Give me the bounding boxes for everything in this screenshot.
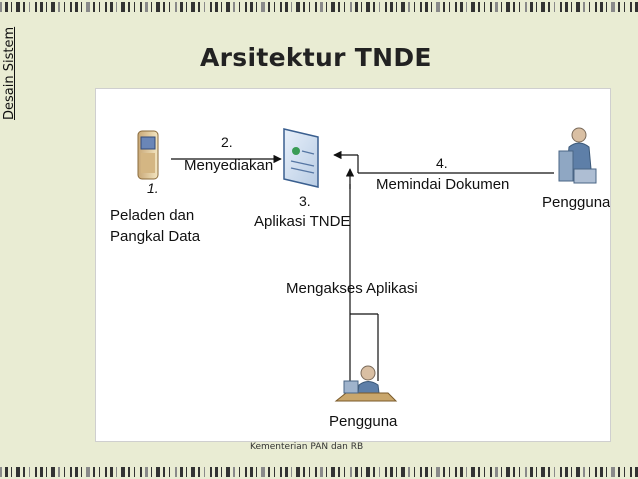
diagram-panel: 1. Peladen dan Pangkal Data 2. Menyediak… — [95, 88, 611, 442]
document-app-icon — [283, 128, 319, 188]
bottom-decorative-strip — [0, 467, 638, 477]
server-number: 1. — [147, 180, 159, 196]
top-decorative-strip — [0, 2, 638, 12]
server-icon — [137, 130, 159, 180]
app-label: Aplikasi TNDE — [254, 213, 350, 230]
app-number: 3. — [299, 193, 311, 209]
user-right-label: Pengguna — [542, 194, 610, 211]
slide-title: Arsitektur TNDE — [200, 43, 432, 72]
sidebar-section-label: Desain Sistem — [2, 26, 17, 120]
step4-label: Memindai Dokumen — [376, 176, 509, 193]
desk-user-icon — [334, 365, 398, 402]
step2-number: 2. — [221, 134, 233, 150]
step4-number: 4. — [436, 155, 448, 171]
architecture-diagram: 1. Peladen dan Pangkal Data 2. Menyediak… — [110, 127, 611, 430]
server-label-line2: Pangkal Data — [110, 228, 201, 245]
step2-label: Menyediakan — [184, 157, 273, 174]
access-label: Mengakses Aplikasi — [286, 280, 418, 297]
user-bottom-label: Pengguna — [329, 413, 398, 430]
server-label-line1: Peladen dan — [110, 207, 194, 224]
footer-text: Kementerian PAN dan RB — [250, 442, 364, 452]
scanner-user-icon — [558, 127, 597, 184]
connector-lines — [171, 150, 554, 381]
